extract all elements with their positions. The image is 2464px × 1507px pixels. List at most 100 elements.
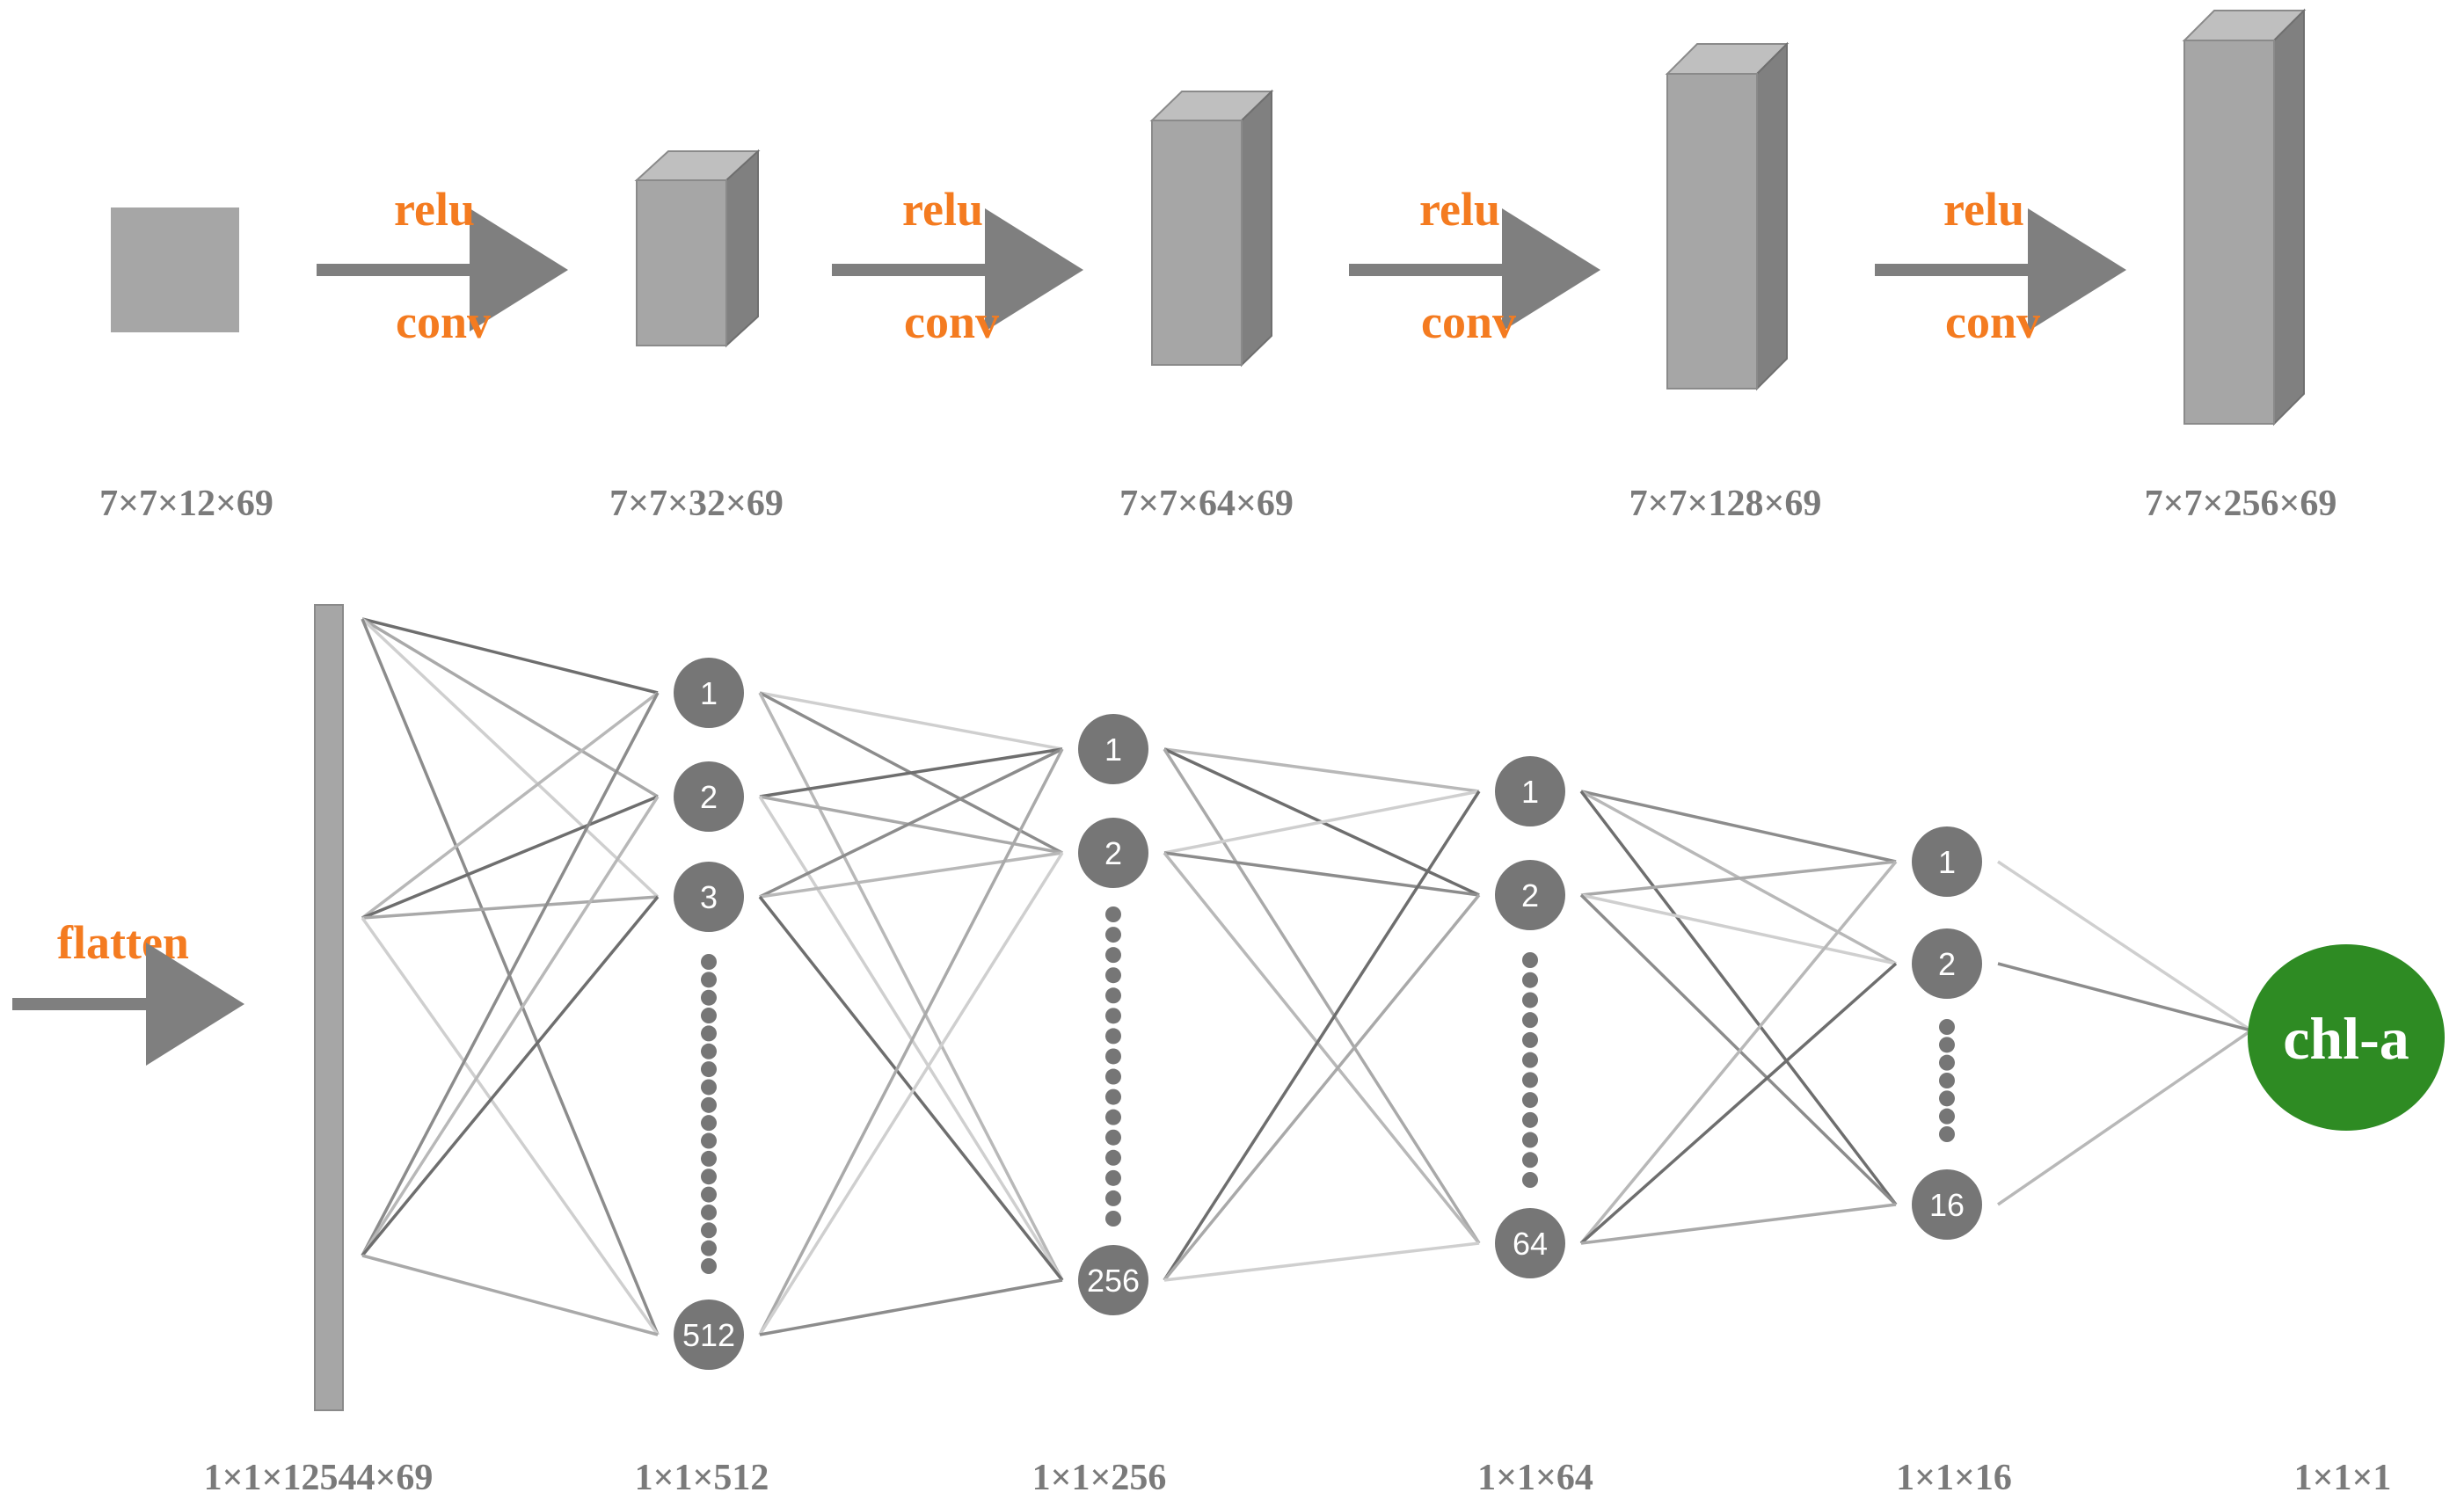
connection-l3-l4-2-0	[1579, 860, 1898, 1245]
dense-shape-4: 1×1×64	[1477, 1458, 1593, 1498]
connection-l3-l4-0-2	[1579, 790, 1898, 1206]
svg-text:chl-a: chl-a	[2283, 1005, 2409, 1072]
ellipsis-dot-l3-5	[1522, 1052, 1538, 1068]
svg-text:64: 64	[1513, 1226, 1548, 1262]
connection-l3-l4-1-0	[1580, 860, 1897, 897]
ellipsis-dot-l2-14	[1105, 1190, 1121, 1206]
ellipsis-dot-l2-11	[1105, 1129, 1121, 1146]
feature-block-128	[1665, 41, 1790, 391]
ellipsis-dot-l1-15	[701, 1222, 717, 1239]
connection-l1-l2-2-2	[758, 895, 1064, 1282]
ellipsis-dot-l4-2	[1939, 1054, 1955, 1071]
dense-layer-16: 1 2 16	[1912, 826, 1982, 1240]
connection-bar-l1-2-0	[361, 692, 660, 1256]
connection-l2-l3-1-1	[1163, 851, 1480, 897]
op-relu-3: relu	[1419, 183, 1500, 236]
connection-bar-l1-1-1	[361, 795, 659, 920]
ellipsis-dot-l2-3	[1105, 967, 1121, 984]
node-l3-2: 2	[1495, 860, 1565, 930]
dense-stage: flatten 1 2 3 512	[12, 604, 2445, 1498]
ellipsis-dot-l3-7	[1522, 1092, 1538, 1109]
connection-l2-l3-2-1	[1163, 893, 1481, 1282]
ellipsis-dot-l1-6	[701, 1061, 717, 1078]
ellipsis-dot-l2-12	[1105, 1149, 1121, 1166]
ellipsis-dot-l2-15	[1105, 1211, 1121, 1227]
node-l2-2: 2	[1078, 818, 1148, 888]
connection-l1-l2-1-1	[759, 795, 1063, 855]
ellipsis-dot-l1-7	[701, 1079, 717, 1096]
node-l4-16: 16	[1912, 1169, 1982, 1240]
connection-l1-l2-1-0	[759, 747, 1063, 798]
ellipsis-dot-l1-17	[701, 1258, 717, 1274]
conv-shape-5: 7×7×256×69	[2145, 484, 2337, 524]
op-conv-1: conv	[396, 295, 491, 348]
ellipsis-dot-l3-4	[1522, 1031, 1538, 1048]
op-relu-4: relu	[1943, 183, 2024, 236]
ellipsis-dot-l2-1	[1105, 927, 1121, 943]
svg-text:1: 1	[1521, 774, 1539, 810]
flatten-vector-bar	[314, 604, 344, 1411]
ellipsis-dot-l4-0	[1939, 1019, 1955, 1035]
ellipsis-dot-l3-6	[1522, 1072, 1538, 1088]
ellipsis-dot-l2-0	[1105, 906, 1121, 922]
connection-l2-l3-1-2	[1163, 851, 1481, 1245]
ellipsis-dot-l2-10	[1105, 1109, 1121, 1125]
node-l1-512: 512	[674, 1300, 744, 1370]
node-l1-2: 2	[674, 761, 744, 832]
connection-l2-l3-0-2	[1163, 748, 1481, 1244]
ellipsis-dot-l3-9	[1522, 1132, 1538, 1148]
ellipsis-dots	[701, 906, 1955, 1274]
ellipsis-dot-l2-9	[1105, 1088, 1121, 1105]
ellipsis-dot-l3-10	[1522, 1152, 1538, 1168]
output-node-chl-a: chl-a	[2248, 944, 2445, 1131]
connection-bar-l1-0-0	[361, 617, 659, 695]
ellipsis-dot-l1-2	[701, 989, 717, 1006]
connection-l1-l2-2-0	[759, 747, 1063, 899]
connection-l1-l2-3-2	[759, 1278, 1063, 1336]
connection-bar-l1-0-1	[361, 617, 659, 798]
ellipsis-dot-l2-5	[1105, 1008, 1121, 1024]
ellipsis-dot-l3-1	[1522, 972, 1538, 988]
ellipsis-dot-l1-1	[701, 972, 717, 988]
connection-l3-l4-1-1	[1580, 893, 1897, 965]
ellipsis-dot-l2-13	[1105, 1169, 1121, 1186]
connection-l4-out-1	[1997, 962, 2252, 1032]
svg-text:2: 2	[1521, 877, 1539, 914]
node-l4-1: 1	[1912, 826, 1982, 897]
ellipsis-dot-l3-3	[1522, 1012, 1538, 1029]
ellipsis-dot-l2-2	[1105, 947, 1121, 964]
dense-shape-3: 1×1×256	[1032, 1458, 1167, 1498]
connection-bar-l1-2-2	[361, 895, 660, 1257]
node-l3-64: 64	[1495, 1208, 1565, 1278]
connection-l4-out-2	[1997, 1029, 2252, 1206]
op-conv-3: conv	[1421, 295, 1516, 348]
connection-l2-l3-2-2	[1163, 1241, 1480, 1282]
ellipsis-dot-l2-8	[1105, 1068, 1121, 1085]
node-l2-256: 256	[1078, 1245, 1148, 1315]
feature-block-256	[2182, 8, 2307, 426]
ellipsis-dot-l1-5	[701, 1043, 717, 1059]
connection-l2-l3-1-0	[1163, 790, 1480, 855]
op-conv-4: conv	[1945, 295, 2040, 348]
ellipsis-dot-l1-4	[701, 1025, 717, 1042]
connection-l1-l2-1-2	[758, 796, 1064, 1281]
ellipsis-dot-l1-0	[701, 954, 717, 970]
ellipsis-dot-l3-0	[1522, 952, 1538, 968]
conv-shape-4: 7×7×128×69	[1629, 484, 1822, 524]
ellipsis-dot-l1-10	[701, 1132, 717, 1149]
ellipsis-dot-l1-11	[701, 1150, 717, 1167]
ellipsis-dot-l1-14	[701, 1204, 717, 1220]
connection-l3-l4-2-2	[1580, 1203, 1897, 1245]
node-l3-1: 1	[1495, 756, 1565, 826]
ellipsis-dot-l4-4	[1939, 1090, 1955, 1107]
ellipsis-dot-l3-2	[1522, 992, 1538, 1008]
ellipsis-dot-l1-9	[701, 1115, 717, 1132]
feature-block-32	[634, 149, 761, 348]
conv-shape-1: 7×7×12×69	[99, 484, 273, 524]
node-l1-1: 1	[674, 658, 744, 728]
node-l2-1: 1	[1078, 714, 1148, 784]
dense-layer-64: 1 2 64	[1495, 756, 1565, 1278]
ellipsis-dot-l4-1	[1939, 1037, 1955, 1053]
input-feature-block	[111, 207, 239, 332]
dense-shape-2: 1×1×512	[635, 1458, 769, 1498]
